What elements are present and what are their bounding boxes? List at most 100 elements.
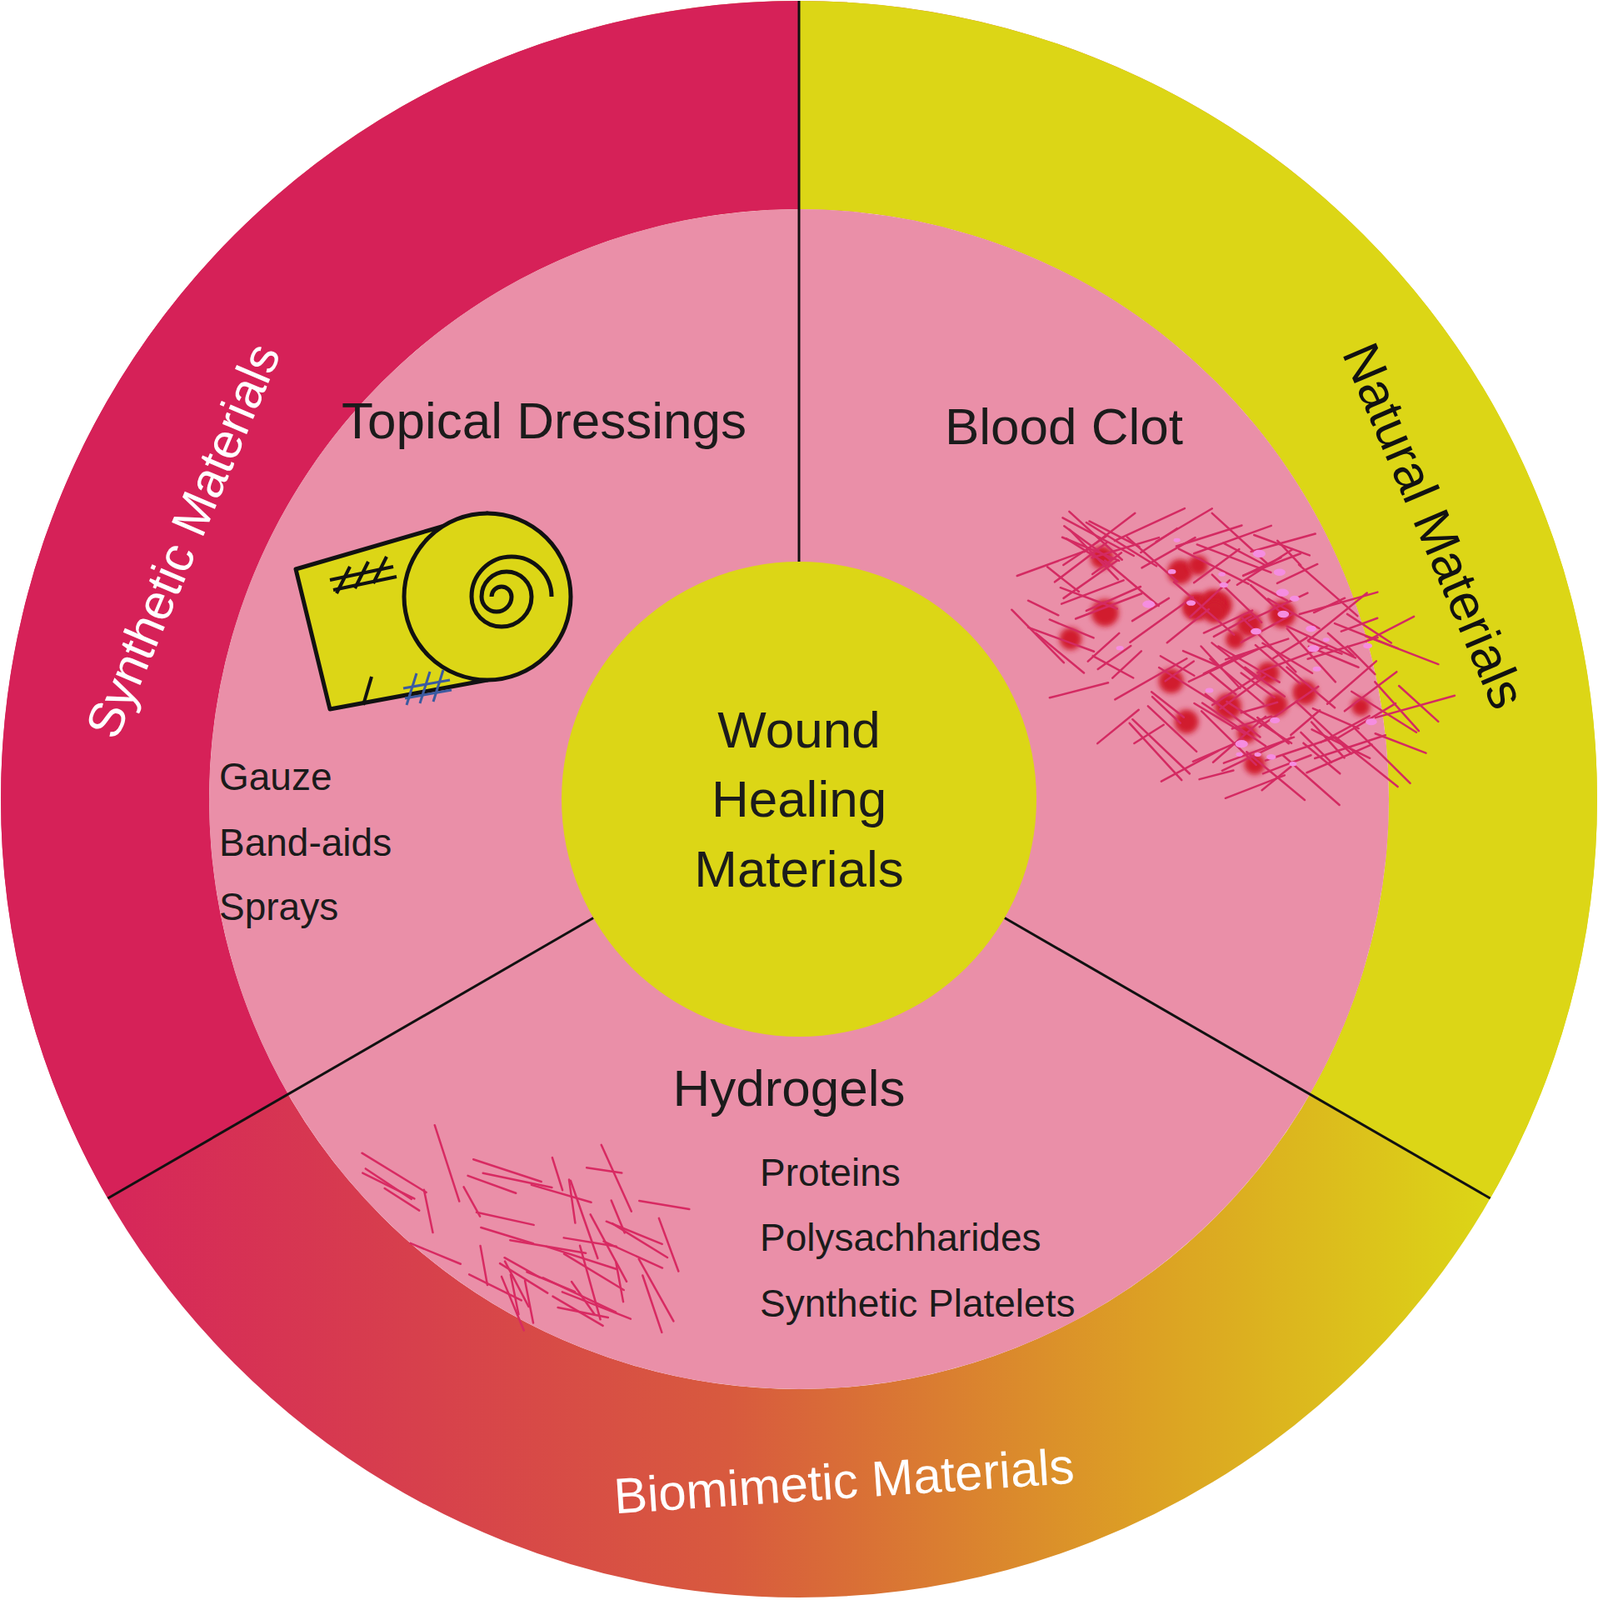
fibre-stroke bbox=[1375, 733, 1427, 753]
fibre-stroke bbox=[1114, 508, 1185, 541]
platelet bbox=[1116, 645, 1124, 650]
sector-title: Topical Dressings bbox=[341, 389, 747, 452]
fibre-stroke bbox=[1296, 701, 1352, 755]
fibre-stroke bbox=[1262, 766, 1292, 790]
list-item: Proteins bbox=[759, 1149, 901, 1196]
fibre-stroke bbox=[1178, 549, 1249, 585]
fibre-stroke bbox=[526, 1271, 575, 1292]
fibre-stroke bbox=[531, 1184, 592, 1203]
ring-label: Synthetic Materials bbox=[73, 334, 294, 748]
platelet bbox=[1266, 754, 1276, 760]
fibre-stroke bbox=[483, 1173, 553, 1188]
fibre-stroke bbox=[1132, 719, 1190, 774]
platelet bbox=[1186, 599, 1196, 606]
mesh-fibres bbox=[1011, 508, 1455, 805]
fibre-stroke bbox=[1075, 593, 1142, 619]
fibre-stroke bbox=[509, 1239, 586, 1253]
fibre-stroke bbox=[1132, 598, 1169, 621]
fibre-stroke bbox=[1286, 667, 1335, 709]
fibre-stroke bbox=[1246, 751, 1305, 800]
platelet bbox=[1235, 739, 1249, 748]
platelet bbox=[1205, 687, 1214, 693]
fibre-stroke bbox=[409, 1243, 460, 1264]
fibre-stroke bbox=[1028, 600, 1059, 616]
hatch-stroke bbox=[404, 689, 452, 699]
fibre-stroke bbox=[546, 1246, 617, 1269]
platelet bbox=[1253, 549, 1266, 558]
fibre-stroke bbox=[1212, 642, 1259, 680]
fibre-stroke bbox=[586, 1167, 622, 1173]
fibre-stroke bbox=[1193, 703, 1244, 734]
fibre-stroke bbox=[1212, 513, 1269, 565]
fibre-stroke bbox=[1017, 549, 1088, 576]
fibre-stroke bbox=[1212, 574, 1262, 623]
platelet bbox=[1365, 718, 1377, 725]
fibre-stroke bbox=[1141, 537, 1195, 568]
platelet bbox=[1218, 571, 1226, 576]
fibre-stroke bbox=[569, 1179, 575, 1224]
blood-clot-sector: Blood Clot bbox=[899, 374, 1250, 492]
fibre-stroke bbox=[1268, 598, 1319, 629]
blood-clot-illustration bbox=[1011, 508, 1455, 805]
platelet bbox=[1235, 752, 1243, 757]
divider-line bbox=[1004, 918, 1491, 1199]
fibre-stroke bbox=[606, 1221, 663, 1244]
node-title: Wound Healing Materials bbox=[661, 694, 937, 903]
fibre-stroke bbox=[1243, 553, 1301, 575]
bandage-marks bbox=[329, 556, 397, 705]
fibre-stroke bbox=[1173, 581, 1234, 635]
sector-title: Hydrogels bbox=[672, 1057, 905, 1119]
center-circle: Wound Healing Materials bbox=[561, 561, 1037, 1037]
fibre-stroke bbox=[1165, 661, 1194, 682]
list-item: Band-aids bbox=[219, 819, 392, 866]
fibre-stroke bbox=[639, 1200, 690, 1209]
fibre-stroke bbox=[1250, 584, 1283, 614]
fibre-stroke bbox=[1374, 681, 1419, 731]
fibre-stroke bbox=[1259, 686, 1319, 727]
fibre-stroke bbox=[1047, 566, 1079, 592]
divider-line bbox=[798, 0, 801, 562]
fibre-stroke bbox=[1212, 674, 1261, 705]
platelet bbox=[1273, 569, 1286, 576]
list-item: Sprays bbox=[219, 883, 339, 930]
fibre-stroke bbox=[365, 1168, 412, 1199]
fibre-stroke bbox=[612, 1223, 668, 1258]
list-item: Synthetic Platelets bbox=[759, 1280, 1075, 1327]
fibre-stroke bbox=[424, 1189, 434, 1233]
hatch-stroke bbox=[406, 673, 417, 705]
fibre-stroke bbox=[1183, 650, 1222, 668]
fibre-stroke bbox=[1049, 682, 1109, 698]
fibre-stroke bbox=[499, 1263, 548, 1293]
bandage-roll bbox=[404, 513, 571, 680]
fibre-stroke bbox=[1306, 744, 1372, 773]
fibre-stroke bbox=[1062, 537, 1119, 561]
fibre-stroke bbox=[1241, 702, 1278, 713]
fibre-stroke bbox=[1290, 709, 1320, 735]
bandage-icon bbox=[295, 513, 571, 710]
fibre-stroke bbox=[504, 1261, 529, 1307]
platelet bbox=[1168, 569, 1177, 575]
mark-stroke bbox=[363, 676, 372, 705]
hydrogels-sector: HydrogelsProteinsPolysachharidesSyntheti… bbox=[333, 1041, 1167, 1342]
fibre-stroke bbox=[1061, 579, 1124, 604]
fibre-stroke bbox=[590, 1213, 627, 1281]
fibre-stroke bbox=[604, 1241, 664, 1269]
fibre-stroke bbox=[1049, 619, 1094, 638]
fibre-stroke bbox=[1213, 615, 1252, 637]
fibre-stroke bbox=[1028, 627, 1094, 652]
fibre-stroke bbox=[1308, 592, 1368, 640]
roll-spiral bbox=[471, 556, 552, 627]
platelet bbox=[1250, 628, 1262, 635]
fibre-stroke bbox=[558, 1307, 609, 1318]
fibre-stroke bbox=[1365, 635, 1439, 665]
fibre-stroke bbox=[1086, 522, 1157, 566]
fibre-stroke bbox=[1189, 579, 1230, 617]
platelet bbox=[1253, 752, 1261, 757]
platelet bbox=[1313, 666, 1322, 672]
fibre-stroke bbox=[615, 1261, 624, 1302]
fibre-stroke bbox=[1160, 655, 1194, 676]
fibre-stroke bbox=[1242, 618, 1296, 673]
platelets bbox=[1116, 538, 1378, 767]
